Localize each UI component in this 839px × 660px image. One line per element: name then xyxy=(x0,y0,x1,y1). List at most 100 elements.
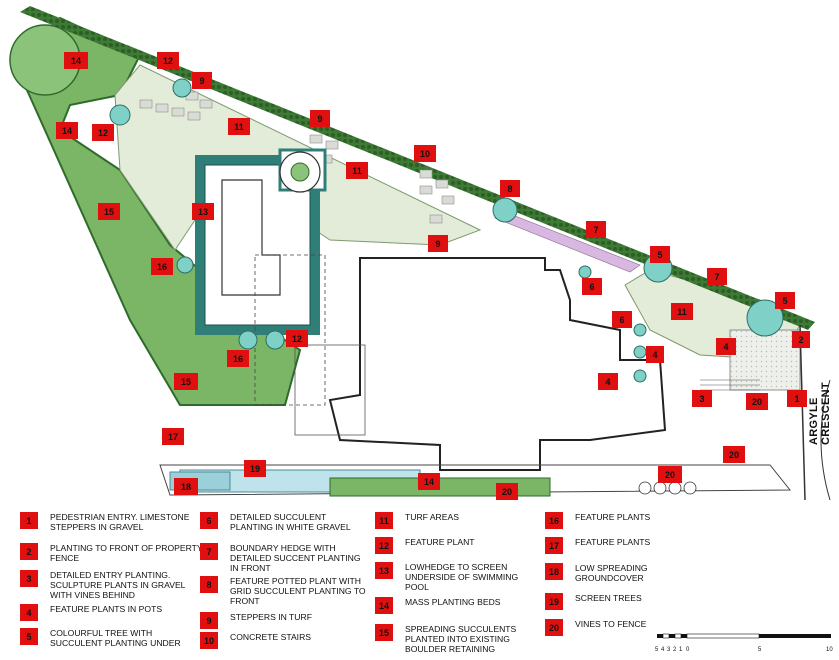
street-name-label: ARGYLE CRESCENT xyxy=(808,382,832,445)
marker-label: 20 xyxy=(502,487,512,497)
legend-text: Steppers in turf xyxy=(230,612,312,622)
legend-item: 9Steppers in turf xyxy=(200,612,370,629)
scale-label: 0 xyxy=(686,647,690,653)
marker-label: 1 xyxy=(794,394,799,404)
marker-label: 19 xyxy=(250,464,260,474)
legend-item: 17Feature plants xyxy=(545,537,705,554)
legend: 1 Pedestrian entry. Limestone steppers in… xyxy=(0,500,839,660)
marker-label: 10 xyxy=(420,149,430,159)
legend-number: 12 xyxy=(375,537,393,554)
marker: 7 xyxy=(586,221,606,238)
marker: 4 xyxy=(598,373,618,390)
steppers-in-turf xyxy=(139,91,455,224)
legend-text: Screen trees xyxy=(575,593,642,603)
marker: 9 xyxy=(310,110,330,127)
legend-text: Feature plants in pots xyxy=(50,604,163,614)
marker-label: 7 xyxy=(714,272,719,282)
house-footprint xyxy=(328,257,667,471)
legend-number: 5 xyxy=(20,628,38,645)
marker: 10 xyxy=(414,145,436,162)
marker: 5 xyxy=(650,246,670,263)
landscape-site-plan: 14 12 9 14 12 11 9 10 11 8 15 13 7 9 5 1… xyxy=(9,6,831,500)
marker-label: 5 xyxy=(782,296,787,306)
legend-text: Vines to fence xyxy=(575,619,647,629)
marker-label: 3 xyxy=(699,394,704,404)
marker-label: 11 xyxy=(352,166,362,176)
marker-label: 6 xyxy=(589,282,594,292)
legend-text: Feature potted plant with grid succulent… xyxy=(230,576,366,606)
scale-label: 4 xyxy=(661,647,665,653)
marker-label: 20 xyxy=(665,470,675,480)
marker: 20 xyxy=(496,483,518,500)
legend-item: 13Lowhedge to screen underside of swimmi… xyxy=(375,562,540,592)
legend-number: 2 xyxy=(20,543,38,560)
marker: 2 xyxy=(792,331,810,348)
scale-bar xyxy=(657,633,831,639)
scale-label: 3 xyxy=(667,647,671,653)
marker-label: 4 xyxy=(605,377,610,387)
marker: 11 xyxy=(346,162,368,179)
marker: 7 xyxy=(707,268,727,285)
marker: 14 xyxy=(64,52,88,69)
marker: 6 xyxy=(612,311,632,328)
legend-item: 12 Feature plant xyxy=(375,537,540,554)
legend-text: Feature plant xyxy=(405,537,475,547)
legend-number: 8 xyxy=(200,576,218,593)
marker: 12 xyxy=(92,124,114,141)
legend-text: Boundary hedge with detailed succent pla… xyxy=(230,543,361,573)
marker: 6 xyxy=(582,278,602,295)
scale-label: 1 xyxy=(679,647,683,653)
marker: 5 xyxy=(775,292,795,309)
legend-number: 15 xyxy=(375,624,393,641)
marker: 11 xyxy=(228,118,250,135)
legend-number: 20 xyxy=(545,619,563,636)
marker-label: 14 xyxy=(62,126,72,136)
legend-number: 6 xyxy=(200,512,218,529)
marker: 20 xyxy=(658,466,682,483)
boundary-hedge xyxy=(20,6,815,330)
legend-text: Concrete stairs xyxy=(230,632,312,642)
legend-number: 7 xyxy=(200,543,218,560)
marker-label: 12 xyxy=(292,334,302,344)
marker: 19 xyxy=(244,460,266,477)
marker-label: 20 xyxy=(752,397,762,407)
scale-label: 5 xyxy=(758,647,762,653)
legend-item: 18Low spreading groundcover xyxy=(545,563,705,583)
marker-label: 7 xyxy=(593,225,598,235)
marker-label: 8 xyxy=(507,184,512,194)
legend-text: Pedestrian entry. Limestone steppers in … xyxy=(50,512,190,532)
marker-label: 11 xyxy=(234,122,244,132)
legend-item: 19Screen trees xyxy=(545,593,705,610)
marker-label: 12 xyxy=(163,56,173,66)
marker: 16 xyxy=(227,350,249,367)
marker: 14 xyxy=(56,122,78,139)
marker-label: 20 xyxy=(729,450,739,460)
marker-label: 17 xyxy=(168,432,178,442)
legend-number: 10 xyxy=(200,632,218,649)
marker-label: 14 xyxy=(424,477,434,487)
marker-label: 4 xyxy=(723,342,728,352)
scale-label: 10 xyxy=(826,647,833,653)
legend-number: 17 xyxy=(545,537,563,554)
vines-to-fence xyxy=(638,481,697,495)
legend-item: 11Turf areas xyxy=(375,512,540,529)
marker: 20 xyxy=(746,393,768,410)
marker: 1 xyxy=(787,390,807,407)
marker: 4 xyxy=(646,346,664,363)
legend-item: 16Feature plants xyxy=(545,512,705,529)
entry-gravel xyxy=(729,329,801,391)
legend-text: Lowhedge to screen underside of swimming… xyxy=(405,562,519,592)
legend-text: Low spreading groundcover xyxy=(575,563,648,583)
marker-label: 12 xyxy=(98,128,108,138)
marker-label: 16 xyxy=(157,262,167,272)
legend-item: 6Detailed succulent planting in white gr… xyxy=(200,512,370,532)
marker: 12 xyxy=(286,330,308,347)
marker-label: 9 xyxy=(435,239,440,249)
marker: 9 xyxy=(428,235,448,252)
scale-label: 2 xyxy=(673,647,677,653)
legend-text: Mass planting beds xyxy=(405,597,501,607)
marker-label: 2 xyxy=(798,335,803,345)
legend-text: Spreading succulents planted into existi… xyxy=(405,624,517,654)
legend-text: Planting to front of property fence xyxy=(50,543,203,563)
marker-label: 16 xyxy=(233,354,243,364)
